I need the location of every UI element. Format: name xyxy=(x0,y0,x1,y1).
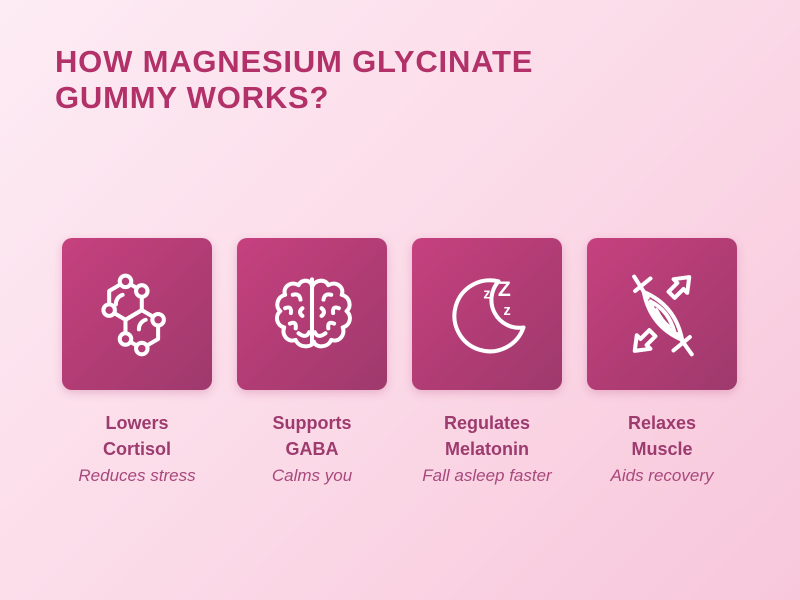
card-subtitle: Calms you xyxy=(271,466,353,485)
card-label-line1: Relaxes xyxy=(627,413,697,433)
zzz-letter-3: z xyxy=(504,303,511,319)
card-col-supports-gaba: Supports GABA Calms you xyxy=(237,238,387,489)
card-label-block: Lowers Cortisol Reduces stress xyxy=(78,410,195,489)
card-regulates-melatonin: z Z z xyxy=(412,238,562,390)
zzz-letter-2: Z xyxy=(498,278,511,301)
card-label-line2: GABA xyxy=(285,439,339,459)
card-label-block: Relaxes Muscle Aids recovery xyxy=(611,410,714,489)
card-col-relaxes-muscle: Relaxes Muscle Aids recovery xyxy=(587,238,737,489)
page-title: HOW MAGNESIUM GLYCINATE GUMMY WORKS? xyxy=(55,44,533,116)
card-relaxes-muscle xyxy=(587,238,737,390)
benefit-cards-row: Lowers Cortisol Reduces stress xyxy=(62,238,737,489)
muscle-stretch-icon xyxy=(632,274,694,357)
card-label-line2: Cortisol xyxy=(102,439,171,459)
card-subtitle: Fall asleep faster xyxy=(422,466,552,485)
molecule-icon xyxy=(101,273,166,357)
card-col-lowers-cortisol: Lowers Cortisol Reduces stress xyxy=(62,238,212,489)
card-label-line1: Supports xyxy=(272,413,352,433)
card-label-line2: Melatonin xyxy=(444,439,529,459)
card-label-line1: Lowers xyxy=(105,413,169,433)
page-title-line1: HOW MAGNESIUM GLYCINATE xyxy=(55,44,534,79)
card-lowers-cortisol xyxy=(62,238,212,390)
brain-icon xyxy=(274,277,352,349)
card-subtitle: Reduces stress xyxy=(78,466,196,485)
card-label-block: Regulates Melatonin Fall asleep faster xyxy=(422,410,551,489)
zzz-letter-1: z xyxy=(483,287,490,303)
moon-zzz-icon: z Z z xyxy=(452,278,526,354)
card-label-block: Supports GABA Calms you xyxy=(272,410,352,489)
card-col-regulates-melatonin: z Z z Regulates Melatonin Fall asleep fa… xyxy=(412,238,562,489)
card-subtitle: Aids recovery xyxy=(610,466,714,485)
card-label-line2: Muscle xyxy=(631,439,693,459)
card-supports-gaba xyxy=(237,238,387,390)
page-title-line2: GUMMY WORKS? xyxy=(55,80,330,115)
card-label-line1: Regulates xyxy=(443,413,530,433)
